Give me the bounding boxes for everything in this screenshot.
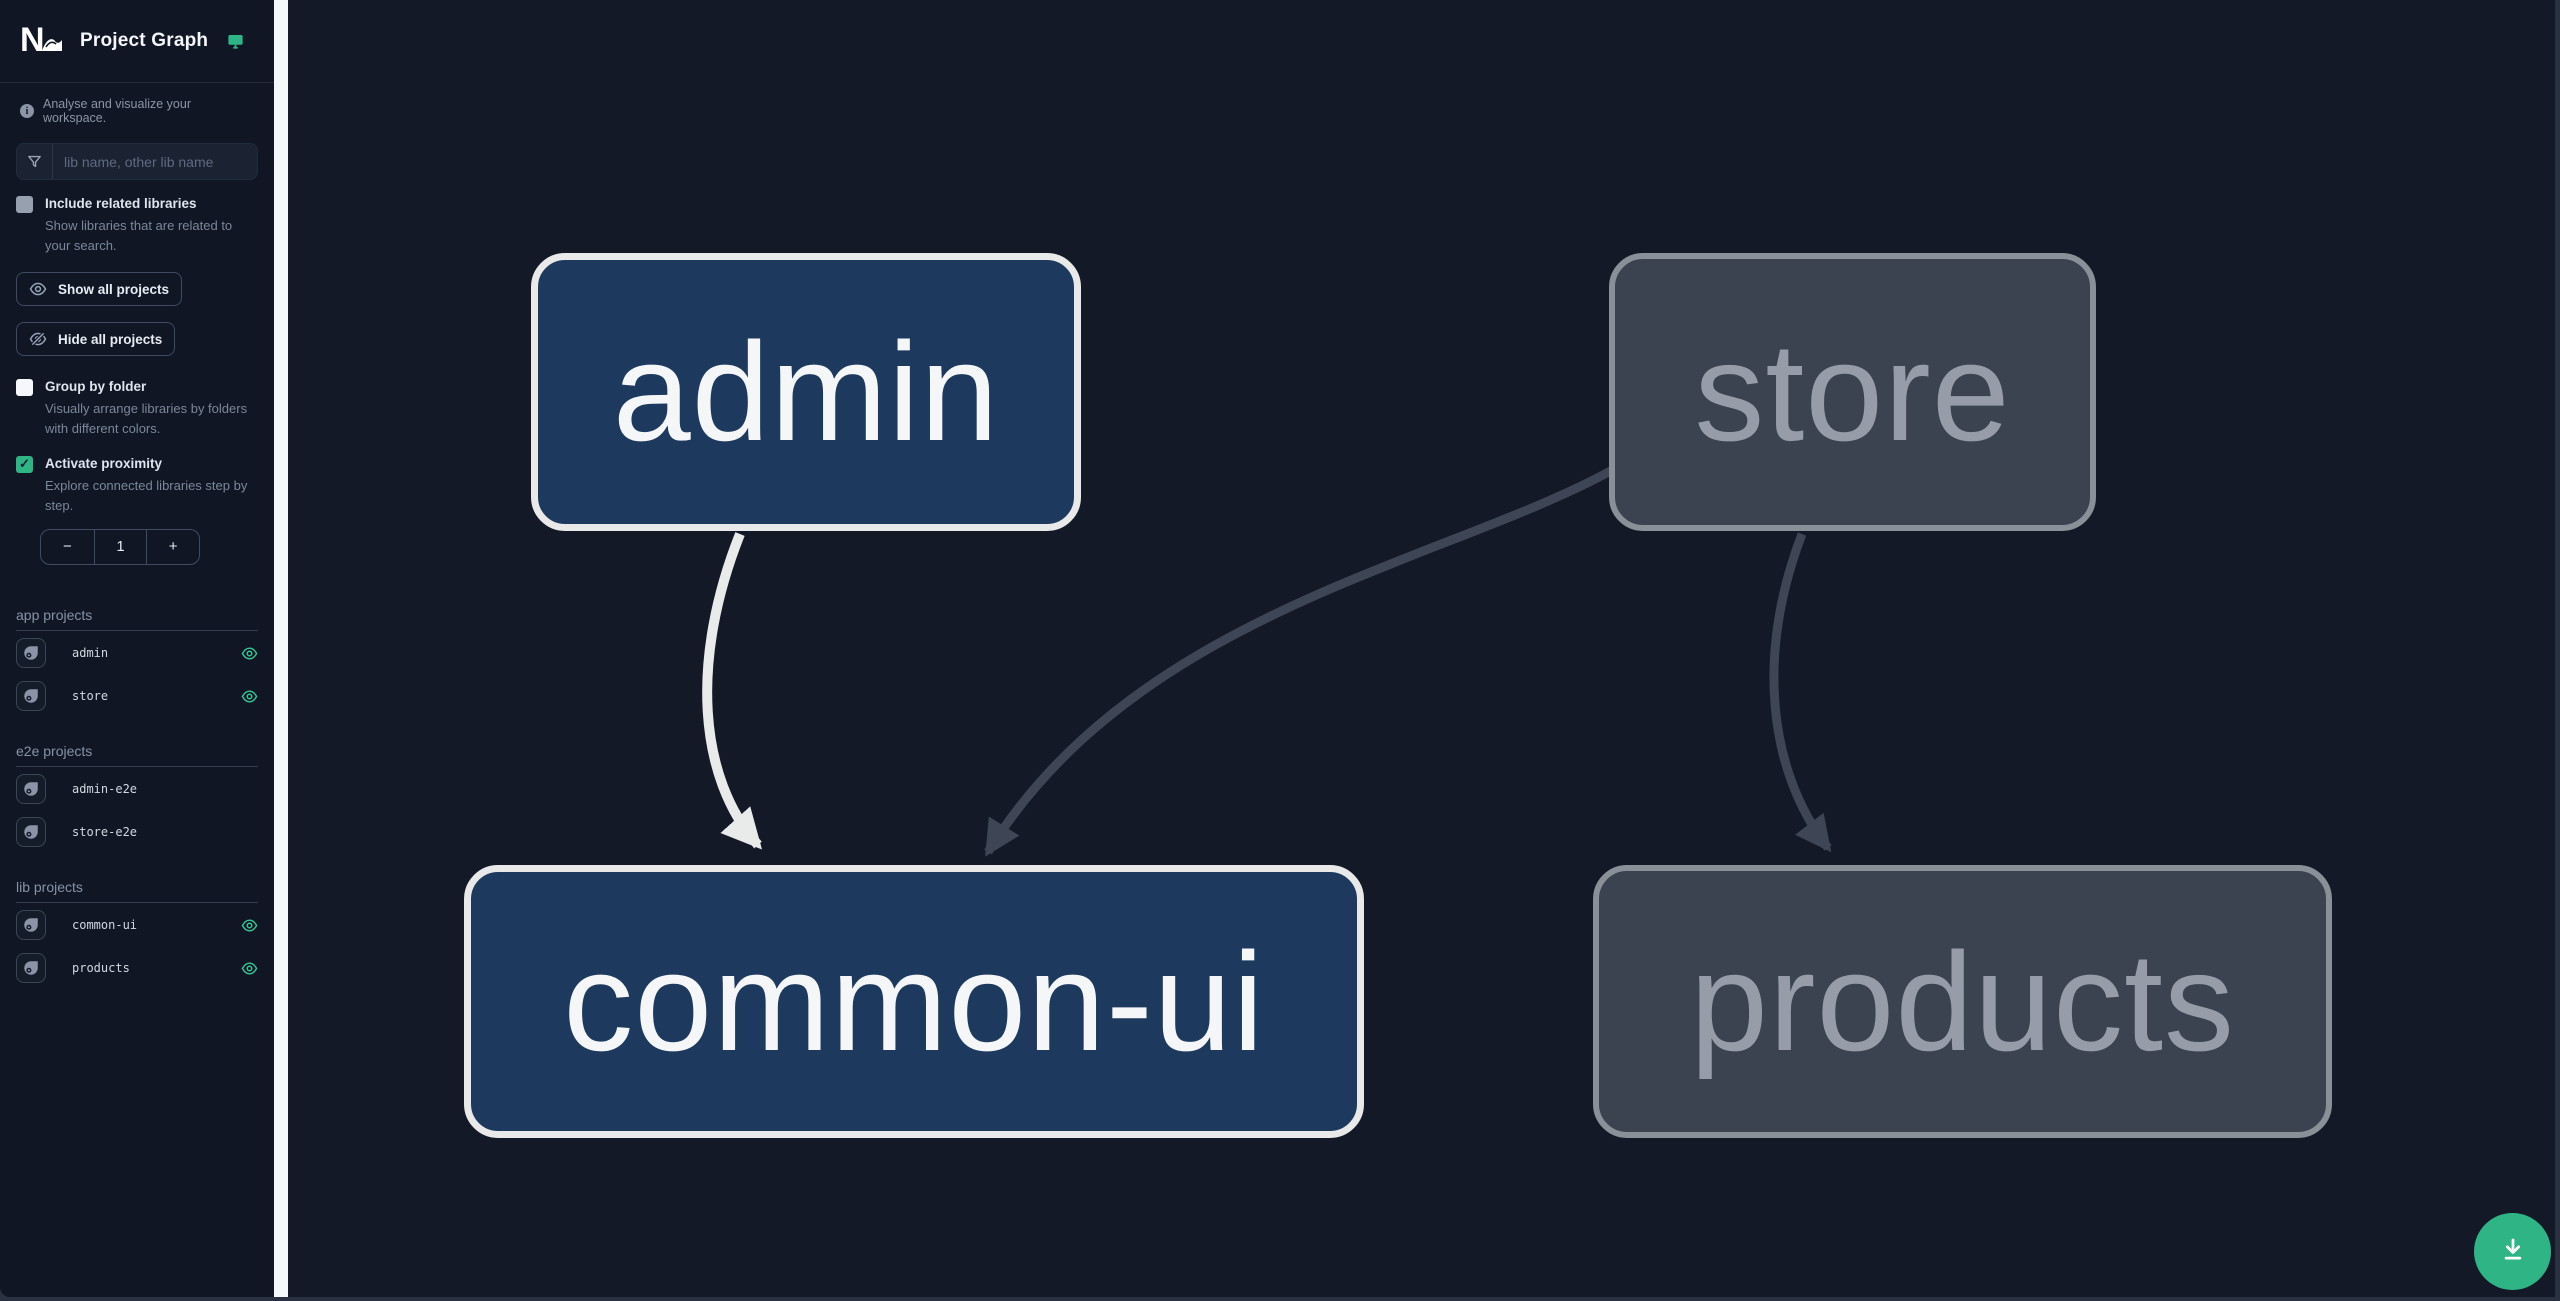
node-label: admin [612,313,1000,470]
node-label: products [1690,922,2235,1080]
project-name[interactable]: products [72,961,130,976]
focus-project-button[interactable] [16,774,46,805]
visibility-eye-icon[interactable] [241,960,258,977]
sidebar: N Project Graph i Analyse and visualize … [0,0,274,1297]
toggle-description: Show libraries that are related to your … [45,218,233,254]
focus-project-button[interactable] [16,953,46,984]
show-all-projects-button[interactable]: Show all projects [16,272,183,307]
search-input[interactable] [53,144,257,179]
toggle-description: Explore connected libraries step by step… [45,477,248,513]
hide-all-label: Hide all projects [58,331,163,347]
checkbox-activate-proximity[interactable]: ✓ [16,455,33,473]
canvas-scrollbar-track[interactable] [2555,0,2560,1301]
section-heading: e2e projects [16,743,258,767]
focus-project-button[interactable] [16,681,46,712]
section-e2e-projects: e2e projects admin-e2e store-e2e [0,743,274,853]
show-all-label: Show all projects [58,281,170,297]
toggle-description: Visually arrange libraries by folders wi… [45,401,248,437]
filter-icon [17,144,53,179]
section-lib-projects: lib projects common-ui [0,879,274,989]
toggle-label: Group by folder [45,379,147,395]
project-name[interactable]: store-e2e [72,825,138,840]
graph-node-common-ui[interactable]: common-ui [464,865,1364,1138]
page-title: Project Graph [80,30,209,51]
proximity-value: 1 [93,529,147,564]
toggle-group-by-folder[interactable]: Group by folder Visually arrange librari… [16,378,258,439]
graph-node-store[interactable]: store [1609,253,2096,531]
sidebar-resize-divider[interactable] [274,0,288,1297]
toggle-label: Include related libraries [45,196,197,211]
proximity-decrease-button[interactable]: − [62,538,72,556]
workspace-tagline: i Analyse and visualize your workspace. [0,97,274,125]
focus-project-button[interactable] [16,910,46,941]
download-icon [2498,1235,2528,1268]
eye-icon [29,280,47,298]
info-icon: i [20,104,34,118]
project-name[interactable]: store [72,689,109,704]
edge-admin-to-common-ui [702,532,762,850]
graph-node-products[interactable]: products [1593,865,2332,1138]
tagline-text: Analyse and visualize your workspace. [43,97,191,125]
hide-all-projects-button[interactable]: Hide all projects [16,322,176,357]
monitor-icon [226,32,245,50]
project-name[interactable]: admin [72,646,109,661]
visibility-eye-icon[interactable] [241,645,258,662]
graph-node-admin[interactable]: admin [531,253,1081,531]
checkbox-group-by-folder[interactable] [16,379,33,397]
graph-edges [702,464,1832,857]
search-box [16,143,258,180]
section-heading: lib projects [16,879,258,903]
list-item-products: products [0,948,274,989]
toggle-label: Activate proximity [45,455,163,471]
project-name[interactable]: common-ui [72,918,138,933]
node-label: store [1694,313,2011,470]
nx-logo-icon: N [20,21,64,62]
list-item-store-e2e: store-e2e [0,812,274,853]
edge-store-to-common-ui [984,464,1619,857]
toggle-include-related[interactable]: Include related libraries Show libraries… [16,195,258,256]
focus-project-button[interactable] [16,638,46,669]
download-graph-button[interactable] [2474,1213,2551,1290]
list-item-common-ui: common-ui [0,905,274,946]
bottom-scrollbar-track[interactable] [0,1297,2560,1301]
visibility-eye-icon[interactable] [241,688,258,705]
svg-text:N: N [20,21,45,57]
proximity-stepper: − 1 + [40,528,200,565]
eye-off-icon [29,330,47,348]
focus-project-button[interactable] [16,817,46,848]
project-name[interactable]: admin-e2e [72,782,138,797]
visibility-eye-icon[interactable] [241,917,258,934]
node-label: common-ui [563,922,1265,1080]
checkbox-include-related[interactable] [16,196,33,213]
section-heading: app projects [16,607,258,631]
toggle-activate-proximity[interactable]: ✓ Activate proximity Explore connected l… [16,455,258,516]
list-item-admin-e2e: admin-e2e [0,769,274,810]
edge-store-to-products [1769,532,1832,853]
sidebar-header: N Project Graph [0,0,274,83]
section-app-projects: app projects admin [0,607,274,717]
proximity-increase-button[interactable]: + [146,529,199,564]
list-item-admin: admin [0,633,274,674]
project-graph-canvas[interactable]: admin store common-ui products [288,0,2555,1297]
list-item-store: store [0,676,274,717]
